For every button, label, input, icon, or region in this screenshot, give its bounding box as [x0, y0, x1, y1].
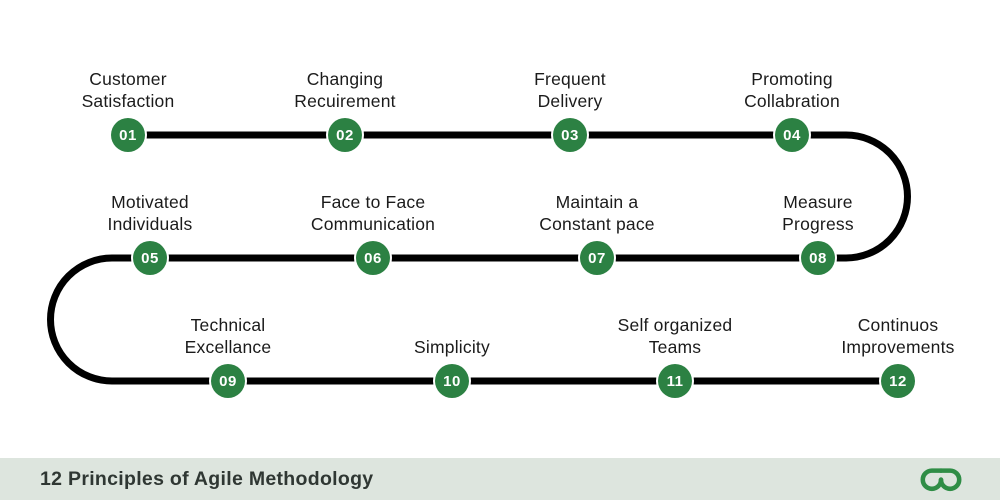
station-label: Continuos Improvements — [841, 312, 954, 358]
station-label: Promoting Collabration — [744, 66, 840, 112]
station-label: Frequent Delivery — [534, 66, 606, 112]
station-06: Face to Face Communication 06 — [283, 189, 463, 275]
label-line: Excellance — [184, 337, 272, 357]
label-line: Technical — [190, 315, 266, 335]
page-title: 12 Principles of Agile Methodology — [40, 467, 374, 490]
station-12: Continuos Improvements 12 — [808, 312, 988, 398]
station-node: 05 — [133, 241, 167, 275]
label-line: Collabration — [744, 91, 840, 111]
station-10: Simplicity 10 — [362, 312, 542, 398]
label-line: Simplicity — [414, 337, 490, 357]
station-11: Self organized Teams 11 — [585, 312, 765, 398]
label-line: Progress — [782, 214, 854, 234]
station-node: 10 — [435, 364, 469, 398]
station-node: 03 — [553, 118, 587, 152]
station-node: 07 — [580, 241, 614, 275]
station-label: Changing Recuirement — [294, 66, 395, 112]
label-line: Individuals — [107, 214, 193, 234]
station-node: 12 — [881, 364, 915, 398]
label-line: Self organized — [617, 315, 733, 335]
station-07: Maintain a Constant pace 07 — [507, 189, 687, 275]
station-label: Self organized Teams — [618, 312, 733, 358]
label-line: Measure — [783, 192, 853, 212]
label-line: Frequent — [534, 69, 606, 89]
station-label: Face to Face Communication — [311, 189, 435, 235]
label-line: Recuirement — [294, 91, 396, 111]
label-line: Satisfaction — [81, 91, 175, 111]
station-03: Frequent Delivery 03 — [480, 66, 660, 152]
station-label: Measure Progress — [782, 189, 854, 235]
serpentine-path — [47, 131, 911, 385]
label-line: Maintain a — [555, 192, 639, 212]
station-02: Changing Recuirement 02 — [255, 66, 435, 152]
footer-bar: 12 Principles of Agile Methodology — [0, 458, 1000, 500]
label-line: Constant pace — [539, 214, 655, 234]
station-04: Promoting Collabration 04 — [702, 66, 882, 152]
station-node: 11 — [658, 364, 692, 398]
label-line: Customer — [89, 69, 167, 89]
gg-monogram-icon — [920, 468, 962, 492]
timeline-path-svg — [47, 131, 911, 385]
station-label: Motivated Individuals — [108, 189, 193, 235]
label-line: Motivated — [111, 192, 189, 212]
station-node: 04 — [775, 118, 809, 152]
station-08: Measure Progress 08 — [728, 189, 908, 275]
station-label: Maintain a Constant pace — [539, 189, 654, 235]
station-01: Customer Satisfaction 01 — [38, 66, 218, 152]
station-label: Customer Satisfaction — [82, 66, 175, 112]
label-line: Communication — [310, 214, 436, 234]
station-label: Technical Excellance — [185, 312, 272, 358]
label-line: Face to Face — [320, 192, 426, 212]
label-line: Delivery — [537, 91, 603, 111]
label-line: Continuos — [857, 315, 939, 335]
station-node: 01 — [111, 118, 145, 152]
station-node: 02 — [328, 118, 362, 152]
label-line: Improvements — [841, 337, 955, 357]
label-line: Teams — [648, 337, 702, 357]
label-line: Changing — [306, 69, 384, 89]
station-node: 08 — [801, 241, 835, 275]
label-line: Promoting — [751, 69, 833, 89]
geeksforgeeks-logo-icon — [920, 465, 962, 493]
station-09: Technical Excellance 09 — [138, 312, 318, 398]
station-node: 09 — [211, 364, 245, 398]
station-label: Simplicity — [414, 312, 490, 358]
station-05: Motivated Individuals 05 — [60, 189, 240, 275]
station-node: 06 — [356, 241, 390, 275]
